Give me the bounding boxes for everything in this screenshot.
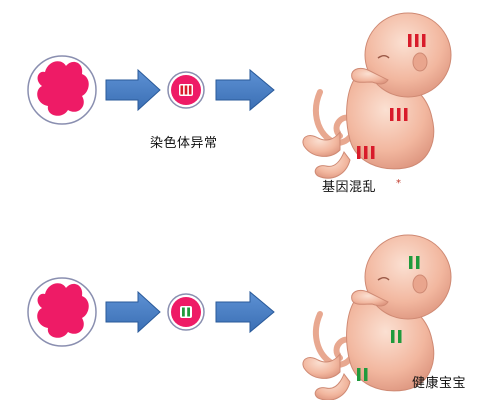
green-gene-marker xyxy=(357,256,420,381)
arrow-right xyxy=(215,290,275,334)
chromosome-cell xyxy=(167,71,205,109)
chromosome-window xyxy=(180,306,192,318)
small-mark: * xyxy=(396,178,401,189)
result-label-healthy-baby: 健康宝宝 xyxy=(412,376,467,391)
cell-blob xyxy=(27,277,97,347)
red-gene-marker xyxy=(357,34,426,159)
arrow-right xyxy=(215,68,275,112)
chromosome-cell xyxy=(167,293,205,331)
row-healthy xyxy=(27,234,452,400)
cell-blob xyxy=(27,55,97,125)
fetus-illustration xyxy=(302,234,452,400)
caption-chromosome-abnormal: 染色体异常 xyxy=(150,136,218,151)
arrow-right xyxy=(105,68,161,112)
red-chromosome-marker xyxy=(180,85,192,95)
arrow-right xyxy=(105,290,161,334)
result-label-gene-disorder: 基因混乱 xyxy=(322,180,377,195)
green-chromosome-marker xyxy=(182,307,190,317)
row-abnormal: * xyxy=(27,12,452,189)
fetus-illustration: * xyxy=(302,12,452,189)
